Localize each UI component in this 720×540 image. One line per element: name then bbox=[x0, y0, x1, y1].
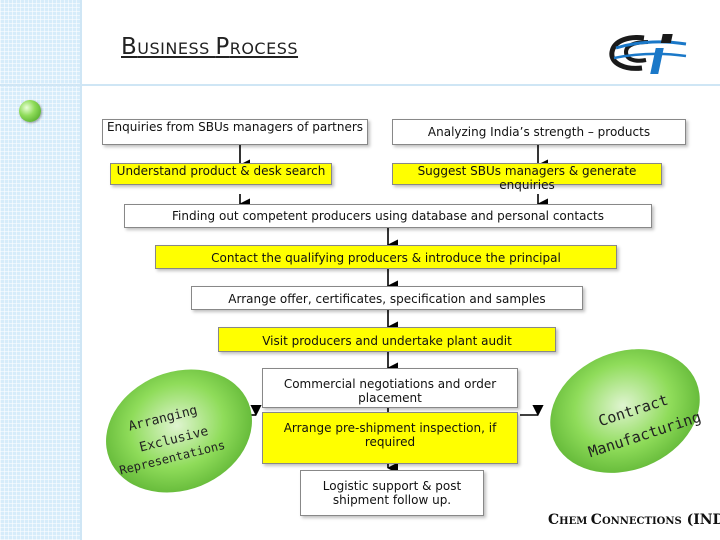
green-bullet-icon bbox=[19, 100, 41, 122]
step-pre-shipment-label: Arrange pre-shipment inspection, if requ… bbox=[283, 421, 497, 449]
step-commercial-label: Commercial negotiations and order placem… bbox=[283, 377, 497, 405]
step-understand: Understand product & desk search bbox=[110, 163, 332, 185]
slide-title: BUSINESS PROCESS bbox=[121, 34, 298, 60]
footer-c2: C bbox=[590, 512, 602, 528]
step-pre-shipment: Arrange pre-shipment inspection, if requ… bbox=[262, 412, 518, 464]
decorative-horizontal-line bbox=[0, 84, 720, 86]
footer-tail: (INDIA bbox=[686, 512, 720, 528]
step-contact-label: Contact the qualifying producers & intro… bbox=[211, 251, 561, 265]
title-initial-b: B bbox=[121, 34, 138, 60]
step-commercial: Commercial negotiations and order placem… bbox=[262, 368, 518, 408]
step-suggest: Suggest SBUs managers & generate enquiri… bbox=[392, 163, 662, 192]
title-initial-p: P bbox=[215, 34, 230, 60]
step-logistic-label: Logistic support & post shipment follow … bbox=[322, 479, 462, 507]
decorative-sidebar bbox=[0, 0, 80, 540]
step-analyzing-label: Analyzing India’s strength – products bbox=[427, 125, 651, 139]
step-finding-label: Finding out competent producers using da… bbox=[172, 209, 604, 223]
step-arrange-offer: Arrange offer, certificates, specificati… bbox=[191, 286, 583, 310]
step-visit-label: Visit producers and undertake plant audi… bbox=[262, 334, 512, 348]
footer-c: C bbox=[548, 512, 560, 528]
footer-hem: HEM bbox=[559, 516, 591, 527]
step-suggest-label: Suggest SBUs managers & generate enquiri… bbox=[417, 164, 637, 192]
decorative-vertical-line bbox=[80, 0, 82, 540]
title-rest-2: ROCESS bbox=[229, 39, 299, 58]
footer-company-name: CHEM CONNECTIONS (INDIA bbox=[548, 512, 720, 528]
step-finding: Finding out competent producers using da… bbox=[124, 204, 652, 228]
step-contact: Contact the qualifying producers & intro… bbox=[155, 245, 617, 269]
ci-logo-icon bbox=[609, 34, 687, 74]
title-rest-1: USINESS bbox=[137, 39, 216, 58]
step-analyzing: Analyzing India’s strength – products bbox=[392, 119, 686, 145]
step-enquiries: Enquiries from SBUs managers of partners bbox=[102, 119, 368, 145]
footer-onnections: ONNECTIONS bbox=[601, 516, 682, 527]
step-logistic: Logistic support & post shipment follow … bbox=[300, 470, 484, 516]
step-visit: Visit producers and undertake plant audi… bbox=[218, 327, 556, 352]
step-arrange-offer-label: Arrange offer, certificates, specificati… bbox=[228, 292, 546, 306]
step-understand-label: Understand product & desk search bbox=[116, 164, 326, 178]
step-enquiries-label: Enquiries from SBUs managers of partners bbox=[106, 120, 364, 134]
